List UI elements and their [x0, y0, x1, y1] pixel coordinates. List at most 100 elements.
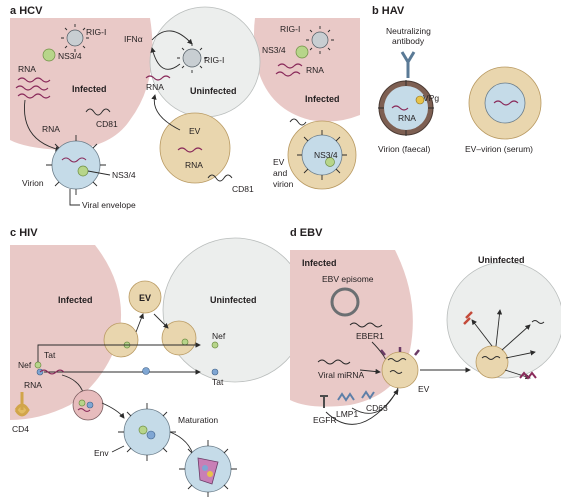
hcv-virion [46, 135, 106, 195]
label-virion-faecal: Virion (faecal) [378, 144, 430, 154]
label-uninfected-hiv: Uninfected [210, 295, 257, 305]
label-tat-right: Tat [212, 377, 224, 387]
rig-i-protein-right [306, 26, 334, 54]
cd4-receptor [14, 392, 30, 417]
label-infected-hiv: Infected [58, 295, 93, 305]
label-uninfected-ebv: Uninfected [478, 255, 525, 265]
label-neutralizing: Neutralizing [386, 26, 431, 36]
label-ebv-episome: EBV episome [322, 274, 374, 284]
label-ifna: IFNα [124, 34, 143, 44]
label-rig-i-center: RIG-I [204, 55, 224, 65]
viral-mirna [317, 359, 351, 365]
hiv-virion-immature [118, 403, 176, 461]
svg-text:c HIV: c HIV [10, 227, 38, 239]
label-rna-ev: RNA [185, 160, 203, 170]
label-egfr: EGFR [313, 415, 337, 425]
label-cd81-bottom: CD81 [232, 184, 254, 194]
antibody-icon [400, 51, 416, 78]
ev-virion-hcv [287, 118, 357, 190]
label-ns34-right: NS3/4 [262, 45, 286, 55]
infected-cell-hiv [10, 245, 122, 420]
label-viral-envelope: Viral envelope [82, 200, 136, 210]
label-nef-right: Nef [212, 331, 226, 341]
ev-vesicle-ebv [380, 347, 420, 389]
ev-vesicle-right [161, 320, 197, 356]
label-vpg: VPg [423, 93, 439, 103]
rna-strands-left [15, 77, 51, 99]
label-ns34-ev-virion: NS3/4 [314, 150, 338, 160]
panel-b-title: HAV [382, 5, 405, 17]
ns34-protein-left [42, 48, 56, 62]
eber1-rna [349, 322, 383, 328]
uninfected-cell-hiv [162, 237, 308, 383]
rna-strand-center [145, 75, 171, 81]
label-infected-ebv: Infected [302, 258, 337, 268]
ev-vesicle-top [128, 280, 162, 314]
label-rna-center: RNA [146, 82, 164, 92]
label-cd63: CD63 [366, 403, 388, 413]
label-infected-left: Infected [72, 84, 107, 94]
label-ev: EV [189, 126, 201, 136]
panel-c: c HIV Infected Uninfected EV Nef Tat Nef… [10, 227, 308, 497]
label-eber1: EBER1 [356, 331, 384, 341]
label-cd81-top: CD81 [96, 119, 118, 129]
rna-strands-right [275, 63, 303, 77]
label-infected-right: Infected [305, 94, 340, 104]
label-viral-mirna: Viral miRNA [318, 370, 364, 380]
ev-vesicle-uptake [475, 345, 509, 379]
label-lmp1: LMP1 [336, 409, 358, 419]
label-ns34-virion: NS3/4 [112, 170, 136, 180]
rig-i-protein-center [177, 43, 207, 73]
label-maturation: Maturation [178, 415, 218, 425]
label-rna-hiv: RNA [24, 380, 42, 390]
svg-text:b HAV: b HAV [372, 5, 405, 17]
label-ev-hiv: EV [139, 293, 151, 303]
panel-d-letter: d [290, 227, 297, 239]
budding-virion [72, 389, 104, 421]
rna-strand-ev [177, 147, 203, 153]
panel-c-title: HIV [19, 227, 38, 239]
cd81-receptor-bottom [207, 174, 233, 182]
label-ev-virion-serum: EV–virion (serum) [465, 144, 533, 154]
label-ns34-left: NS3/4 [58, 51, 82, 61]
label-env: Env [94, 448, 109, 458]
cd81-receptor-top [85, 108, 111, 116]
hiv-virion-mature [179, 440, 237, 497]
panel-b-letter: b [372, 5, 379, 17]
label-uninfected: Uninfected [190, 86, 237, 96]
label-rna-left: RNA [18, 64, 36, 74]
label-rig-i-left: RIG-I [86, 27, 106, 37]
label-ev-and-virion-1: EV [273, 157, 285, 167]
egfr-receptor [320, 395, 328, 408]
ns34-protein-right [295, 45, 309, 59]
ev-vesicle-hcv [159, 112, 231, 184]
label-rna-right: RNA [306, 65, 324, 75]
label-ev-and-virion-2: and [273, 168, 287, 178]
hav-ev-virion-serum [468, 66, 542, 140]
panel-a-title: HCV [19, 5, 43, 17]
svg-text:d EBV: d EBV [290, 227, 323, 239]
label-rna-mid: RNA [42, 124, 60, 134]
infected-cell-right [254, 18, 360, 122]
hav-virion-faecal [378, 80, 434, 136]
panel-a: a HCV RIG-I NS3/4 RNA Infected RNA CD81 … [10, 5, 360, 210]
label-tat-left: Tat [44, 350, 56, 360]
label-rig-i-right: RIG-I [280, 24, 300, 34]
label-antibody: antibody [392, 36, 425, 46]
panel-c-letter: c [10, 227, 16, 239]
label-rna-hav: RNA [398, 113, 416, 123]
label-ev-ebv: EV [418, 384, 430, 394]
lmp1-protein [337, 392, 355, 402]
label-ev-and-virion-3: virion [273, 179, 294, 189]
rna-strand-hiv [39, 369, 65, 375]
panel-b: b HAV Neutralizing antibody VPg RNA Viri… [372, 5, 542, 154]
ebv-episome-icon [330, 287, 360, 317]
panel-a-letter: a [10, 5, 17, 17]
cd63-protein [361, 390, 375, 400]
label-virion: Virion [22, 178, 44, 188]
panel-d: d EBV Infected EBV episome EBER1 Viral m… [290, 227, 561, 425]
ev-vesicle-left [103, 322, 139, 358]
rig-i-protein-left [61, 24, 89, 52]
uninfected-cell-ebv [446, 261, 561, 379]
